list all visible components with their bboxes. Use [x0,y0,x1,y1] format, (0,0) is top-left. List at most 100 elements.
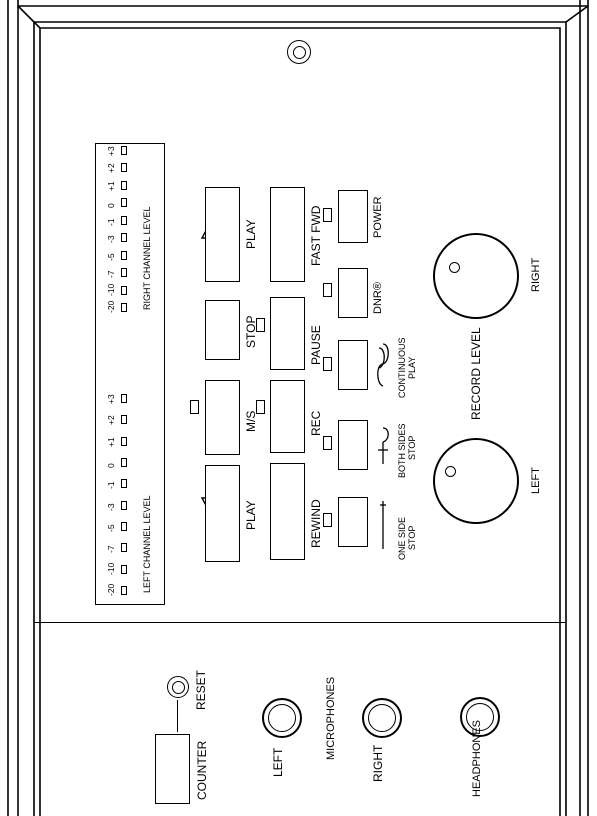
meter-segment-right [121,233,127,243]
meter-segment-right [121,180,127,190]
meter-scale-tick-left: -7 [106,545,116,554]
meter-segment-right [121,198,127,208]
meter-scale-tick-right: +3 [106,146,116,156]
meter-scale-tick-left: -10 [106,562,116,575]
power-button[interactable] [338,190,368,243]
knob-indicator-icon [449,262,460,273]
both-sides-stop-indicator-led [323,436,332,450]
reset-link-line [177,700,178,732]
mic-right-label: RIGHT [371,744,385,782]
meter-scale-tick-left: 0 [106,463,116,468]
meter-scale-tick-left: -5 [106,524,116,532]
meter-segment-right [121,146,127,155]
dnr-label: DNR® [372,282,384,314]
record-level-title: RECORD LEVEL [469,327,483,420]
meter-segment-right [121,163,127,173]
meter-segment-left [121,543,127,553]
meter-segment-right [121,268,127,278]
both-sides-label-line2: STOP [407,435,417,460]
left-channel-level-label: LEFT CHANNEL LEVEL [142,495,152,593]
reset-button[interactable] [167,676,189,698]
meter-scale-tick-right: -5 [106,253,116,261]
record-level-left-label: LEFT [530,467,542,494]
one-side-label-line1: ONE SIDE [397,516,407,560]
dnr-button[interactable] [338,268,368,318]
headphones-jack[interactable] [460,697,500,737]
fast-fwd-button[interactable] [270,187,305,282]
pause-label: PAUSE [309,325,323,365]
meter-scale-tick-left: -20 [106,583,116,596]
play-right-label: PLAY [244,219,258,249]
meter-scale-tick-right: 0 [106,203,116,209]
meter-scale-tick-left: +3 [106,394,116,404]
rec-label: REC [309,410,323,436]
meter-scale-tick-right: -10 [106,283,116,296]
fast-fwd-label: FAST FWD [309,205,323,266]
play-left-label: PLAY [244,500,258,530]
continuous-play-button[interactable] [338,340,368,390]
meter-segment-left [121,394,127,403]
meter-segment-right [121,215,127,225]
record-level-left-knob[interactable] [433,438,519,524]
stop-button[interactable] [205,300,240,360]
rewind-label: REWIND [309,499,323,548]
ms-indicator-led [190,400,199,414]
meter-scale-tick-left: -3 [106,503,116,511]
meter-segment-left [121,500,127,510]
both-sides-stop-button[interactable] [338,420,368,470]
right-channel-level-label: RIGHT CHANNEL LEVEL [142,206,152,310]
meter-scale-tick-right: +1 [106,181,116,191]
mic-left-label: LEFT [271,747,285,777]
one-side-label-line2: STOP [407,525,417,550]
meter-segment-left [121,458,127,467]
record-level-right-label: RIGHT [530,257,542,292]
meter-segment-left [121,436,127,446]
rec-indicator-led [256,400,265,414]
continuous-label-line1: CONTINUOUS [397,337,407,399]
meter-segment-left [121,479,127,489]
microphone-left-jack[interactable] [262,698,302,738]
one-side-stop-button[interactable] [338,497,368,547]
record-level-right-knob[interactable] [433,233,519,319]
meter-segment-left [121,564,127,574]
power-label: POWER [372,196,384,238]
mounting-screw-icon [287,40,311,64]
reset-label: RESET [194,669,208,710]
meter-scale-tick-right: +2 [106,163,116,174]
headphones-label: HEADPHONES [471,719,483,797]
meter-segment-right [121,285,127,295]
meter-segment-left [121,415,127,425]
one-side-stop-indicator-led [323,513,332,527]
both-sides-label-line1: BOTH SIDES [397,423,407,478]
meter-scale-tick-right: -1 [106,218,116,226]
meter-scale-tick-right: -3 [106,235,116,244]
meter-segment-left [121,522,127,531]
rec-button[interactable] [270,380,305,453]
meter-segment-left [121,586,127,595]
play-right-button[interactable] [205,187,240,282]
play-left-button[interactable] [205,465,240,562]
microphone-right-jack[interactable] [362,698,402,738]
stop-indicator-led [256,318,265,332]
one-side-stop-icon [380,501,386,549]
meter-scale-tick-right: -20 [106,300,116,313]
meter-segment-right [121,250,127,260]
meter-scale-tick-left: -1 [106,481,116,490]
meter-scale-tick-left: +1 [106,436,116,447]
ms-button[interactable] [205,380,240,455]
dnr-indicator-led [323,283,332,297]
lower-section-divider [34,622,566,623]
both-sides-stop-icon [378,427,389,464]
pause-button[interactable] [270,297,305,370]
power-indicator-led [323,208,332,222]
level-meter-panel [95,143,165,605]
knob-indicator-icon [445,466,456,477]
continuous-play-indicator-led [323,357,332,371]
rewind-button[interactable] [270,463,305,560]
meter-segment-right [121,303,127,312]
counter-display [155,734,190,804]
counter-label: COUNTER [195,740,209,800]
meter-scale-tick-right: -7 [106,270,116,279]
meter-scale-tick-left: +2 [106,415,116,426]
